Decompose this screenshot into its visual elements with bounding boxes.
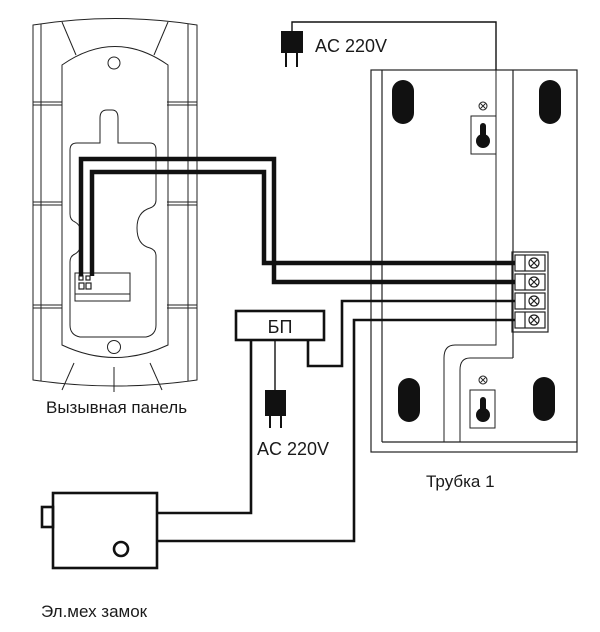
wire-panel-to-terminal-2	[78, 156, 515, 285]
keyhole-mount-bottom	[469, 375, 496, 429]
ac-label-bottom: AC 220V	[257, 439, 329, 459]
handset-label: Трубка 1	[426, 472, 495, 491]
wire-psu-to-lock	[158, 340, 253, 515]
plug-top-icon	[281, 31, 303, 67]
terminal-2	[514, 273, 546, 291]
terminal-1	[514, 254, 546, 272]
keyhole-mount-top	[470, 101, 497, 155]
ac-label-top: AC 220V	[315, 36, 387, 56]
terminal-3	[514, 292, 546, 310]
lock	[40, 491, 159, 570]
terminal-4	[514, 311, 546, 329]
plug-bottom-icon	[265, 390, 286, 428]
call-panel-label: Вызывная панель	[46, 398, 187, 417]
wire-panel-to-terminal-1	[89, 169, 515, 276]
handset-slots	[392, 80, 561, 422]
panel-connector-terminals	[78, 275, 92, 290]
wire-lock-to-terminal-4	[158, 318, 515, 543]
lock-label: Эл.мех замок	[41, 602, 148, 621]
power-supply	[234, 309, 326, 342]
wire-psu-to-terminal-3	[306, 299, 515, 368]
terminal-block	[511, 251, 549, 333]
psu-label: БП	[268, 317, 293, 337]
call-panel	[32, 18, 198, 392]
